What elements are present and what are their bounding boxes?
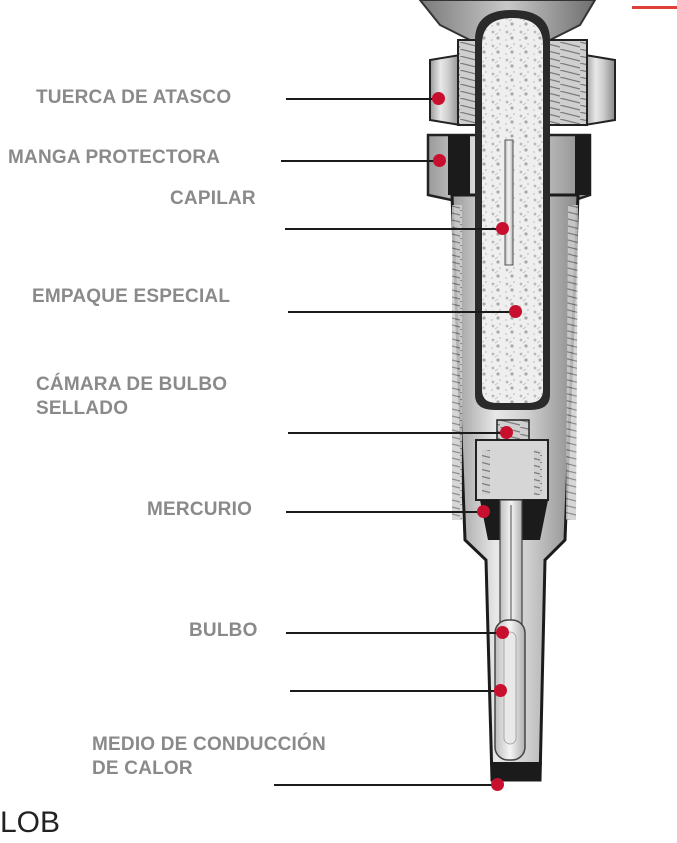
label-empaque: EMPAQUE ESPECIAL <box>32 285 230 309</box>
label-line: CAPILAR <box>170 188 256 209</box>
marker-dot-empaque <box>508 305 522 319</box>
label-line: MANGA PROTECTORA <box>8 147 221 168</box>
label-line: EMPAQUE ESPECIAL <box>32 286 231 307</box>
leader-line-manga <box>281 160 439 162</box>
label-capilar: CAPILAR <box>170 187 256 211</box>
label-manga: MANGA PROTECTORA <box>8 146 220 170</box>
marker-dot-camara <box>499 426 513 440</box>
marker-dot-manga <box>432 154 446 168</box>
leader-line-medio <box>274 784 497 786</box>
leader-line-mercurio <box>286 511 483 513</box>
label-bulbo: BULBO <box>189 619 258 643</box>
label-tuerca: TUERCA DE ATASCO <box>36 86 231 110</box>
label-line: MEDIO DE CONDUCCIÓN <box>92 734 326 755</box>
label-line: TUERCA DE ATASCO <box>36 87 232 108</box>
marker-dot-bulbo <box>495 626 509 640</box>
label-line: BULBO <box>189 620 258 641</box>
thermometer-cross-section <box>418 0 616 782</box>
capillary-tube <box>504 139 514 266</box>
label-line: MERCURIO <box>147 499 253 520</box>
marker-dot-unlabeled <box>493 684 507 698</box>
leader-line-bulbo <box>286 632 502 634</box>
leader-line-camara <box>288 432 506 434</box>
label-camara: CÁMARA DE BULBO SELLADO <box>36 373 227 421</box>
leader-line-unlabeled <box>290 690 500 692</box>
footer-partial-heading: LOB <box>0 806 61 839</box>
conduction-medium <box>490 762 542 780</box>
label-mercurio: MERCURIO <box>147 498 252 522</box>
label-line: DE CALOR <box>92 758 193 779</box>
label-line: SELLADO <box>36 398 129 419</box>
accent-bar <box>632 6 677 9</box>
jam-nut <box>429 53 461 127</box>
marker-dot-mercurio <box>476 505 490 519</box>
marker-dot-medio <box>490 778 504 792</box>
leader-line-tuerca <box>286 98 438 100</box>
label-line: CÁMARA DE BULBO <box>36 374 228 395</box>
marker-dot-tuerca <box>431 92 445 106</box>
label-medio: MEDIO DE CONDUCCIÓN DE CALOR <box>92 733 326 781</box>
leader-line-empaque <box>288 311 515 313</box>
leader-line-capilar <box>285 228 502 230</box>
marker-dot-capilar <box>495 222 509 236</box>
